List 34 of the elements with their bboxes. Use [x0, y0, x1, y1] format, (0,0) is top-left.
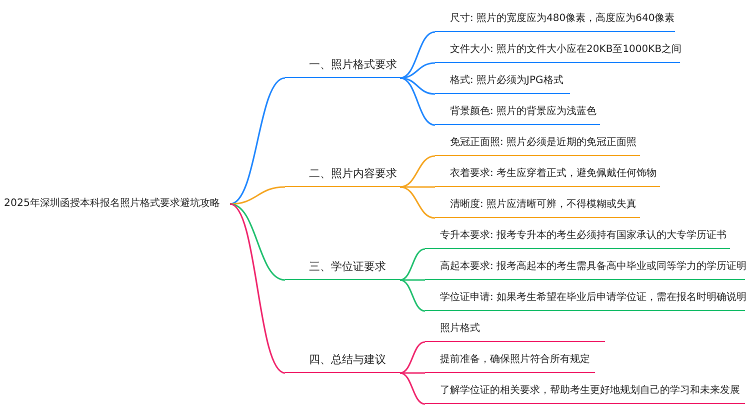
branch-topic: 三、学位证要求	[285, 258, 400, 280]
leaf-topic: 尺寸: 照片的宽度应为480像素，高度应为640像素	[435, 10, 675, 32]
connector	[400, 77, 436, 126]
branch-topic: 二、照片内容要求	[285, 165, 400, 187]
connector	[400, 372, 425, 374]
connector	[400, 372, 426, 405]
connector	[400, 31, 436, 79]
leaf-topic: 衣着要求: 考生应穿着正式，避免佩戴任何饰物	[435, 165, 660, 187]
branch-topic: 一、照片格式要求	[285, 56, 400, 78]
root-topic: 2025年深圳函授本科报名照片格式要求避坑攻略	[4, 193, 228, 215]
connector	[230, 203, 286, 374]
leaf-topic: 学位证申请: 如果考生希望在毕业后申请学位证，需在报名时明确说明	[425, 289, 745, 311]
leaf-topic: 高起本要求: 报考高起本的考生需具备高中毕业或同等学力的学历证明	[425, 258, 745, 280]
connector	[400, 279, 425, 281]
connector	[230, 77, 286, 205]
leaf-topic: 背景颜色: 照片的背景应为浅蓝色	[435, 103, 600, 125]
branch-topic: 四、总结与建议	[285, 351, 400, 373]
leaf-topic: 文件大小: 照片的文件大小应在20KB至1000KB之间	[435, 41, 680, 63]
leaf-topic: 格式: 照片必须为JPG格式	[435, 72, 570, 94]
leaf-topic: 了解学位证的相关要求，帮助考生更好地规划自己的学习和未来发展	[425, 382, 745, 404]
leaf-topic: 清晰度: 照片应清晰可辨，不得模糊或失真	[435, 196, 640, 218]
connector	[400, 186, 435, 188]
connector	[400, 341, 426, 374]
leaf-topic: 免冠正面照: 照片必须是近期的免冠正面照	[435, 134, 640, 156]
leaf-topic: 提前准备，确保照片符合所有规定	[425, 351, 595, 373]
leaf-topic: 照片格式	[425, 320, 605, 342]
connector	[230, 186, 286, 205]
connector	[230, 203, 286, 281]
connector	[400, 77, 436, 95]
connector	[400, 248, 426, 281]
connector	[400, 62, 436, 79]
connector	[400, 186, 436, 219]
connector	[400, 279, 426, 312]
leaf-topic: 专升本要求: 报考专升本的考生必须持有国家承认的大专学历证书	[425, 227, 730, 249]
